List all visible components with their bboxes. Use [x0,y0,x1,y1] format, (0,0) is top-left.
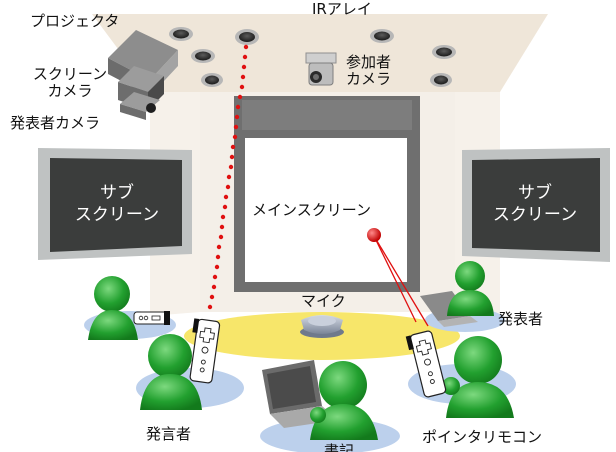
sub-screen-left-label: サブ スクリーン [60,182,174,226]
participant-camera-label-line-1: 参加者 [346,53,392,71]
microphone-label: マイク [301,292,346,310]
laser-beam [373,235,429,327]
sub-screen-left-label-line-1: サブ [100,183,134,203]
screen-camera-label-line-2: カメラ [47,82,93,100]
remote-horizontal-icon [133,311,170,325]
main-screen-label: メインスクリーン [252,201,371,219]
person-pointer [442,336,514,418]
pointer-remote-label: ポインタリモコン [422,428,543,446]
sub-screen-right-label-line-2: スクリーン [492,205,578,225]
sub-screen-right-label-line-1: サブ [518,183,552,203]
speaker-label: 発言者 [146,425,192,443]
remote-pointer-icon [405,330,447,398]
presenter-camera-icon [120,92,160,120]
ir-array-label: IRアレイ [312,0,372,18]
person-scribe [310,361,378,440]
person-left [88,276,138,340]
screen-camera-label-line-1: スクリーン [32,65,108,83]
person-speaker [140,334,202,410]
sub-screen-left-label-line-2: スクリーン [74,205,160,225]
presenter-label: 発表者 [498,310,544,328]
person-presenter [447,261,494,316]
microphone-icon [300,315,344,338]
participant-camera-label-line-2: カメラ [346,70,392,88]
ir-beam [207,44,249,310]
presenter-camera-label: 発表者カメラ [10,114,101,132]
laser-dot [367,228,381,242]
screen-camera-label: スクリーン カメラ [24,66,116,100]
projector-label: プロジェクタ [30,12,120,30]
participant-camera-icon [305,52,337,86]
sub-screen-left [38,148,192,260]
participant-camera-label: 参加者 カメラ [346,54,391,88]
main-screen-top-bar [242,100,412,130]
sub-screen-right [462,148,610,262]
main-screen [245,138,407,282]
sub-screen-right-label: サブ スクリーン [478,182,592,226]
remote-vertical-icon [189,318,221,384]
scribe-label: 書記 [324,442,355,452]
